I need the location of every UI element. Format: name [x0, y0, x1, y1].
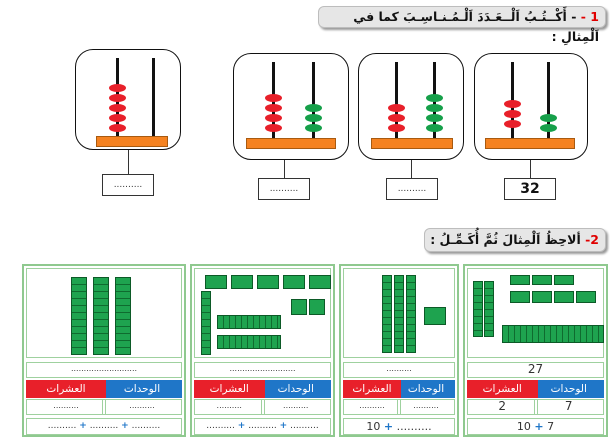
tens-cell[interactable]: .......... [194, 399, 265, 415]
units-header: الوحدات [102, 380, 182, 398]
card-4: .......................... الوحدات العشر… [22, 264, 186, 437]
units-header: الوحدات [397, 380, 455, 398]
exercise-2-instruction: ألاحِظُ اَلْمِثالَ ثُمَّ أُكَـمِّـلُ : [430, 232, 581, 247]
tens-header: العشرات [343, 380, 401, 398]
tens-header: العشرات [467, 380, 538, 398]
card-3: .......................... الوحدات العشر… [190, 264, 335, 437]
exercise-1-instruction: - أَكْــتُـبُ اَلْــعَـدَدَ اَلْـمُـنـاس… [353, 9, 599, 44]
abacus-4 [75, 49, 181, 150]
answer-box-3[interactable]: .......... [258, 178, 310, 200]
exercise-1-number: 1 - [580, 9, 599, 24]
units-header: الوحدات [533, 380, 604, 398]
abacus-2 [358, 53, 464, 160]
abacus-3 [233, 53, 349, 160]
card-example: 27 الوحدات العشرات 7 2 10 + 7 [463, 264, 608, 437]
units-cell[interactable]: .......... [260, 399, 331, 415]
exercise-2-number: 2- [585, 232, 599, 247]
tens-header: العشرات [194, 380, 265, 398]
answer-box-2[interactable]: .......... [386, 178, 438, 200]
tens-cell[interactable]: .......... [26, 399, 106, 415]
blocks-picture [467, 268, 604, 358]
blocks-picture [194, 268, 331, 358]
answer-box-4[interactable]: .......... [102, 174, 154, 196]
number-line[interactable]: .......................... [194, 362, 331, 378]
tens-cell: 2 [467, 399, 538, 415]
sum-line[interactable]: .......... + .......... + .......... [194, 418, 331, 435]
sum-line: 10 + 7 [467, 418, 604, 435]
number-line: 27 [467, 362, 604, 378]
tens-cell[interactable]: .......... [343, 399, 401, 415]
blocks-picture [26, 268, 182, 358]
tens-header: العشرات [26, 380, 106, 398]
blocks-picture [343, 268, 455, 358]
units-cell[interactable]: .......... [397, 399, 455, 415]
exercise-2-header: 2- ألاحِظُ اَلْمِثالَ ثُمَّ أُكَـمِّـلُ … [424, 228, 606, 252]
units-header: الوحدات [260, 380, 331, 398]
answer-box-example: 32 [504, 178, 556, 200]
sum-line[interactable]: 10 + .......... [343, 418, 455, 435]
exercise-1-header: 1 - - أَكْــتُـبُ اَلْــعَـدَدَ اَلْـمُـ… [318, 6, 606, 44]
units-cell[interactable]: .......... [102, 399, 182, 415]
number-line[interactable]: .......... [343, 362, 455, 378]
card-2: .......... الوحدات العشرات .......... ..… [339, 264, 459, 437]
abacus-example [474, 53, 588, 160]
sum-line[interactable]: .......... + .......... + .......... [26, 418, 182, 435]
units-cell: 7 [533, 399, 604, 415]
number-line[interactable]: .......................... [26, 362, 182, 378]
